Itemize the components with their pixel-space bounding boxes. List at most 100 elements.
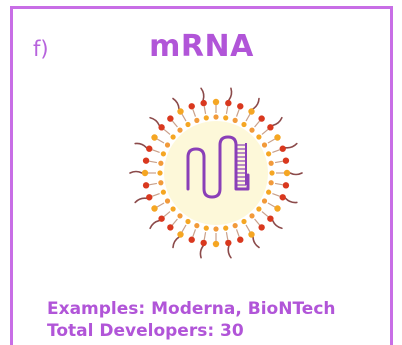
lipid-head (177, 108, 184, 115)
lipid-tail (148, 182, 158, 186)
lipid-tail (267, 138, 276, 144)
lipid-head (157, 170, 163, 176)
lipid-head (256, 206, 262, 212)
lipid-head (185, 121, 191, 128)
lipid-head (266, 151, 272, 157)
lipid-tail (254, 218, 261, 226)
lipid-tail (149, 219, 161, 230)
lipid-tail (171, 218, 178, 226)
lipid-head (188, 103, 195, 110)
lipid-head (170, 206, 176, 212)
lipid-tail (172, 97, 180, 110)
lipid-head (261, 142, 268, 148)
lipid-tail (181, 113, 187, 122)
lipid-tail (284, 142, 298, 149)
lipid-head (274, 134, 281, 141)
panel-title: mRNA (149, 29, 254, 64)
lipid-tail (272, 149, 281, 154)
lipid-tail (203, 231, 207, 241)
lipid-head (274, 205, 281, 212)
lipid-head (249, 127, 255, 133)
rna-base-pairs (236, 143, 247, 186)
lipid-head (170, 134, 176, 140)
lipid-head (261, 198, 268, 204)
lipid-tail (227, 245, 232, 259)
lipid-head (213, 114, 219, 120)
lipid-tail (149, 116, 161, 127)
lipid-head (158, 160, 164, 166)
lipid-head (200, 99, 207, 107)
lipid-head (203, 225, 209, 231)
lipid-head (177, 213, 183, 219)
lipid-tail (181, 224, 187, 233)
lipid-tail (163, 211, 171, 218)
lipid-tail (172, 236, 180, 249)
lipid-tail (274, 160, 284, 164)
lipid-tail (151, 192, 160, 197)
lipid-tail (245, 224, 251, 233)
lipid-head (142, 157, 150, 164)
panel-label: f) (33, 37, 49, 61)
lipid-head (258, 224, 265, 231)
lipid-head (164, 198, 171, 204)
lipid-tail (245, 113, 251, 122)
lipid-head (267, 124, 274, 131)
inner-head-ring (157, 114, 275, 232)
lipid-head (160, 151, 166, 157)
lipid-head (232, 223, 238, 229)
lipid-head (151, 134, 158, 141)
lipid-tail (163, 128, 171, 135)
lipid-head (212, 240, 220, 248)
lipid-head (194, 223, 200, 229)
lipid-head (282, 157, 290, 164)
lipid-head (158, 215, 165, 222)
lipid-head (177, 127, 183, 133)
particle-core (164, 121, 268, 225)
vaccine-panel: f) mRNA Examples: Moderna, BioNTech Tota… (10, 6, 393, 345)
lipid-tail (271, 116, 283, 127)
lipid-tail (225, 105, 229, 115)
inner-tail-ring (148, 105, 284, 241)
lipid-tail (289, 172, 303, 176)
lipid-head (268, 160, 274, 166)
lipid-tail (254, 120, 261, 128)
lipid-head (146, 194, 153, 201)
lipid-head (258, 115, 265, 122)
lipid-head (282, 182, 290, 189)
outer-tail-ring (129, 87, 303, 259)
lipid-tail (252, 97, 260, 110)
lipid-tail (200, 87, 205, 101)
lipid-tail (235, 108, 240, 117)
lipid-tail (267, 202, 276, 208)
lipid-head (167, 224, 174, 231)
lipid-tail (192, 108, 197, 117)
lipid-head (158, 124, 165, 131)
lipid-nanoparticle-icon (129, 87, 303, 259)
lipid-head (232, 117, 238, 123)
lipid-tail (272, 192, 281, 197)
lipid-tail (129, 170, 143, 174)
lipid-tail (235, 229, 240, 238)
lipid-head (248, 108, 255, 115)
lipid-head (223, 225, 229, 231)
examples-text: Examples: Moderna, BioNTech (47, 299, 336, 319)
lipid-tail (261, 211, 269, 218)
lipid-head (185, 218, 191, 225)
lipid-tail (134, 197, 148, 204)
mrna-strand-icon (186, 135, 250, 199)
lipid-tail (192, 229, 197, 238)
lipid-head (256, 134, 262, 140)
lipid-head (237, 103, 244, 110)
lipid-head (146, 145, 153, 152)
lipid-tail (284, 197, 298, 204)
lipid-head (266, 189, 272, 195)
lipid-head (194, 117, 200, 123)
lipid-head (225, 99, 232, 107)
outer-head-ring (141, 98, 291, 248)
lipid-tail (252, 236, 260, 249)
lipid-tail (171, 120, 178, 128)
lipid-head (160, 189, 166, 195)
lipid-head (268, 180, 274, 186)
lipid-head (164, 142, 171, 148)
lipid-head (188, 236, 195, 243)
